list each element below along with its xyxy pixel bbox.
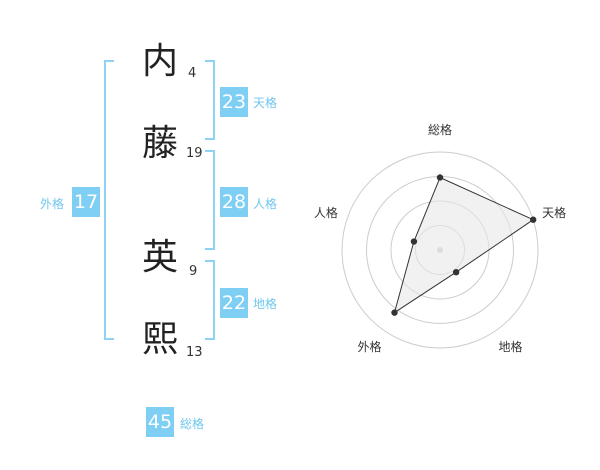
radar-point-地格	[452, 268, 460, 276]
name-char-3: 英	[141, 237, 178, 278]
tenkaku-value: 23	[220, 87, 248, 117]
radar-point-総格	[436, 174, 444, 181]
tenkaku-bracket	[205, 60, 215, 140]
jinkaku-label: 人格	[253, 197, 278, 211]
radar-axis-label-外格: 外格	[357, 339, 381, 354]
stroke-count-2: 19	[186, 146, 203, 161]
name-char-4: 熙	[141, 319, 178, 360]
radar-axis-label-地格: 地格	[499, 339, 523, 354]
radar-point-外格	[391, 309, 398, 316]
radar-axis-label-人格: 人格	[314, 205, 338, 220]
gaikaku-label: 外格	[40, 197, 65, 211]
radar-point-天格	[530, 216, 537, 223]
stroke-count-3: 9	[189, 264, 198, 279]
radar-point-人格	[410, 238, 418, 245]
gaikaku-bracket	[104, 60, 114, 340]
chikaku-bracket	[205, 260, 215, 340]
gaikaku-value: 17	[72, 187, 100, 217]
stroke-count-4: 13	[186, 345, 203, 360]
chikaku-value: 22	[220, 288, 248, 318]
soukaku-label: 総格	[180, 417, 205, 431]
radar-area	[393, 176, 535, 314]
jinkaku-bracket	[205, 150, 215, 250]
tenkaku-label: 天格	[253, 96, 278, 110]
radar-grid-ring-4	[341, 151, 539, 349]
radar-axis-label-天格: 天格	[542, 205, 566, 220]
name-char-1: 内	[141, 41, 178, 82]
stroke-count-1: 4	[188, 66, 197, 81]
soukaku-value: 45	[146, 407, 174, 437]
radar-axis-label-総格: 総格	[428, 122, 452, 137]
jinkaku-value: 28	[220, 187, 248, 217]
chikaku-label: 地格	[253, 297, 278, 311]
name-char-2: 藤	[141, 123, 178, 164]
